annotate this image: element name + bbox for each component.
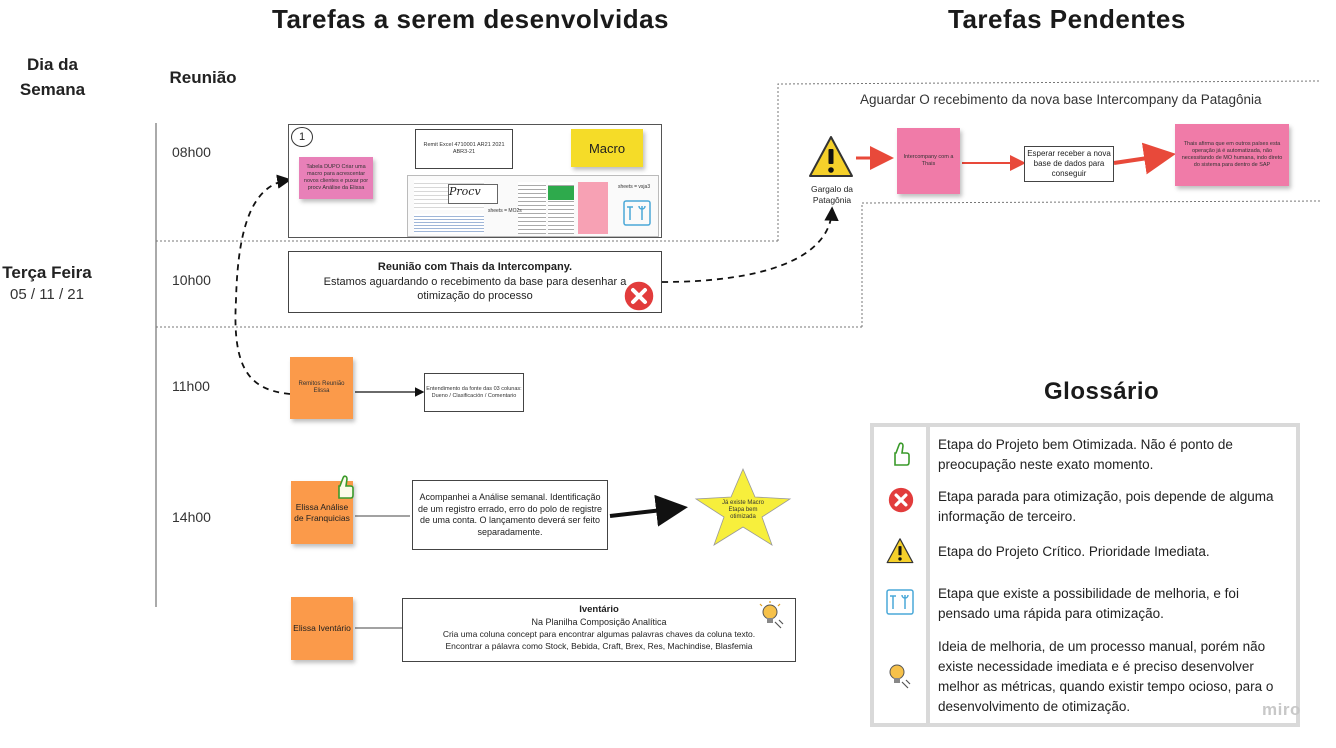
thumb-label-1: sheets = vsja3: [618, 184, 651, 190]
day-of-week-label: Dia da Semana: [19, 55, 86, 99]
sticky-intercompany[interactable]: Intercompany com a Thais: [897, 128, 960, 194]
box-analise-semanal[interactable]: Acompanhei a Análise semanal. Identifica…: [412, 480, 608, 550]
time-1000: 10h00: [172, 272, 211, 288]
glossary-text-idea: Ideia de melhoria, de um processo manual…: [938, 639, 1274, 714]
glossary-thumbs-up-icon: [888, 441, 912, 467]
glossary-idea-icon: [886, 661, 912, 691]
arrow-1400-star: [609, 494, 688, 527]
spreadsheet-thumbnail: Procv sheets = vsja3 sheets = MO2s: [407, 175, 659, 237]
pending-title: Tarefas Pendentes: [948, 4, 1186, 34]
glossary-warning-icon: [886, 537, 914, 565]
step-number: 1: [291, 127, 313, 147]
star-label: Já existe Macro Etapa bem otimizada: [721, 500, 764, 520]
reuniao-thais-title: Reunião com Thais da Intercompany.: [377, 261, 573, 273]
thumb-label-2: sheets = MO2s: [488, 208, 522, 214]
thumbs-up-icon: [333, 474, 355, 500]
arrow-box-note2: [1113, 142, 1176, 175]
iventario-line2: Cria uma coluna concept para encontrar a…: [442, 629, 756, 639]
procv-sketch: Procv: [448, 184, 498, 204]
miro-logo: miro: [1262, 700, 1301, 719]
glossary-text-critical: Etapa do Projeto Crítico. Prioridade Ime…: [938, 544, 1210, 559]
reuniao-thais-body: Estamos aguardando o recebimento da base…: [323, 276, 627, 302]
sticky-iventario[interactable]: Elissa Iventário: [291, 597, 353, 660]
time-1100: 11h00: [172, 378, 210, 394]
glossary-text-improvement: Etapa que existe a possibilidade de melh…: [938, 586, 1239, 621]
warning-icon: [808, 134, 854, 180]
iventario-title: Iventário: [579, 604, 619, 615]
glossary-panel: Etapa do Projeto bem Otimizada. Não é po…: [870, 423, 1300, 727]
dashed-link-1000-warning: [661, 206, 839, 283]
dashed-link-1100-0800: [234, 174, 292, 395]
sticky-remitos[interactable]: Remitos Reunião Elissa: [290, 357, 353, 419]
glossary-title: Glossário: [1044, 378, 1160, 405]
glossary-text-optimized: Etapa do Projeto bem Otimizada. Não é po…: [938, 437, 1233, 472]
date-label: 05 / 11 / 21: [10, 286, 84, 303]
frame-0800[interactable]: 1 Tabela DUPO Criar uma macro para acres…: [288, 124, 662, 238]
sticky-thais-afirma[interactable]: Thais afirma que em outros países esta o…: [1175, 124, 1289, 186]
box-reuniao-thais[interactable]: Reunião com Thais da Intercompany. Estam…: [288, 251, 662, 313]
box-esperar-base[interactable]: Esperar receber a nova base de dados par…: [1024, 146, 1114, 182]
sticky-tabela-dupo[interactable]: Tabela DUPO Criar uma macro para acresce…: [299, 157, 373, 199]
time-0800: 08h00: [172, 144, 211, 160]
error-icon: [623, 280, 655, 312]
glossary-tools-icon: [884, 587, 916, 617]
iventario-line3: Encontrar a pálavra como Stock, Bebida, …: [445, 641, 753, 651]
box-iventario[interactable]: Iventário Na Planilha Composição Analíti…: [402, 598, 796, 662]
day-label: Terça Feira: [2, 263, 92, 282]
idea-icon: [759, 601, 785, 630]
glossary-text-stopped: Etapa parada para otimização, pois depen…: [938, 489, 1274, 524]
iventario-line1: Na Planilha Composição Analítica: [531, 617, 667, 627]
main-title: Tarefas a serem desenvolvidas: [272, 4, 670, 34]
warning-label: Gargalo da Patagônia: [810, 184, 854, 205]
meeting-label: Reunião: [169, 68, 237, 87]
tools-icon: [622, 198, 652, 228]
pending-border-top: [777, 80, 1321, 241]
box-entendimento[interactable]: Entendimento da fonte das 03 colunas: Du…: [424, 373, 524, 412]
glossary-error-icon: [888, 487, 914, 513]
star-shape[interactable]: Já existe Macro Etapa bem otimizada: [690, 467, 796, 547]
remit-box[interactable]: Remit Excel 4710001 AR21 2021 ABR3-21: [415, 129, 513, 169]
time-1400: 14h00: [172, 509, 211, 525]
pending-border-bottom: [861, 200, 1321, 327]
sticky-macro[interactable]: Macro: [571, 129, 643, 167]
pending-header: Aguardar O recebimento da nova base Inte…: [860, 92, 1262, 107]
